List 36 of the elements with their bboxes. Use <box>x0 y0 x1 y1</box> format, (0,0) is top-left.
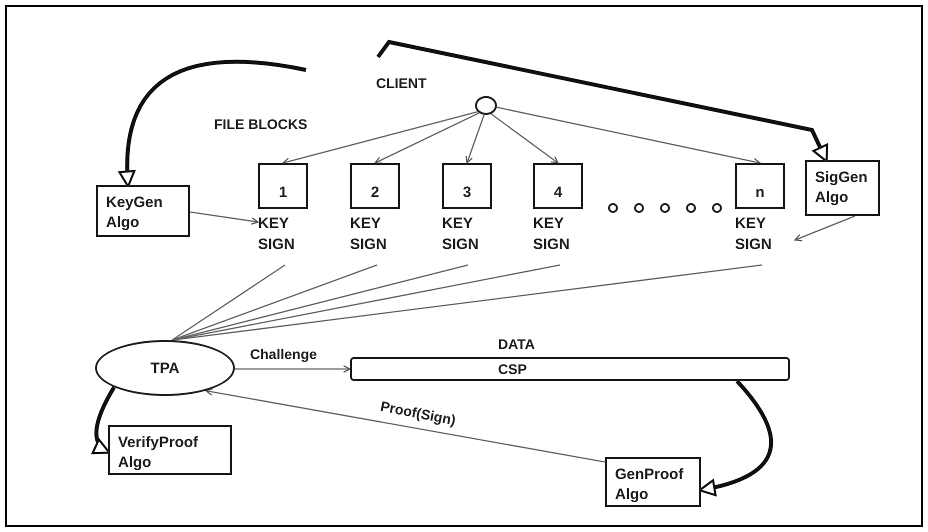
arrow <box>234 365 351 373</box>
arrow <box>282 111 478 166</box>
block-caption: KEY SIGN <box>258 214 296 255</box>
file-block: n <box>735 163 785 209</box>
tpa-ellipse: TPA <box>95 340 235 396</box>
algorithm-box: KeyGen Algo <box>96 185 190 237</box>
block-caption: KEY SIGN <box>442 214 480 255</box>
thick-arrow <box>119 60 306 188</box>
file-block: 1 <box>258 163 308 209</box>
arrow <box>490 113 559 164</box>
file-block: 4 <box>533 163 583 209</box>
block-caption: KEY SIGN <box>533 214 571 255</box>
arrow <box>190 211 259 225</box>
thick-arrow <box>376 40 828 162</box>
bar-heading: DATA <box>498 336 535 352</box>
connector-line <box>172 264 560 341</box>
connector-line <box>172 264 378 341</box>
block-caption: KEY SIGN <box>350 214 388 255</box>
arrow <box>205 388 606 463</box>
arrow <box>794 215 856 242</box>
connector-line <box>172 264 286 341</box>
arrow <box>374 112 480 164</box>
client-circle <box>475 96 497 115</box>
file-block: 2 <box>350 163 400 209</box>
algorithm-box: VerifyProof Algo <box>108 425 232 475</box>
algorithm-box: GenProof Algo <box>605 457 701 507</box>
thick-arrow <box>92 386 116 454</box>
arrow <box>496 106 761 166</box>
algorithm-box: SigGen Algo <box>805 160 880 216</box>
file-block: 3 <box>442 163 492 209</box>
diagram-label: CLIENT <box>376 75 427 91</box>
arrow <box>466 114 485 164</box>
csp-bar: CSP <box>350 357 790 381</box>
edge-label: Challenge <box>248 346 319 362</box>
diagram-label: FILE BLOCKS <box>214 116 308 132</box>
block-caption: KEY SIGN <box>735 214 773 255</box>
